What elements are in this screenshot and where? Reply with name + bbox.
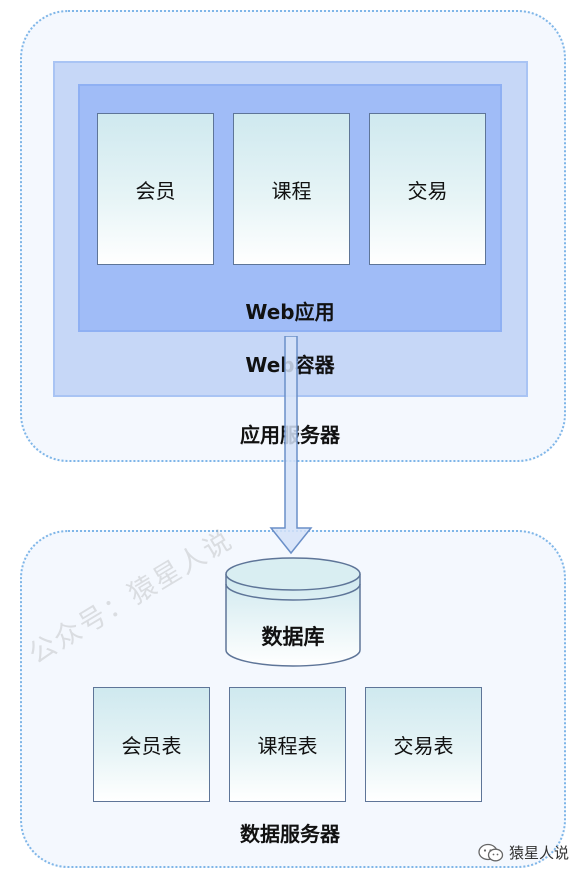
module-trade: 交易 — [369, 113, 486, 265]
db-server-label: 数据服务器 — [240, 822, 340, 846]
wechat-icon — [478, 843, 504, 861]
module-member: 会员 — [97, 113, 214, 265]
web-app-label: Web应用 — [245, 300, 335, 324]
database-label: 数据库 — [261, 625, 325, 649]
table-course: 课程表 — [229, 687, 346, 802]
signature: 猿星人说 — [478, 842, 569, 863]
table-member: 会员表 — [93, 687, 210, 802]
database-cylinder-icon — [225, 557, 361, 667]
module-course: 课程 — [233, 113, 350, 265]
signature-text: 猿星人说 — [509, 844, 570, 862]
table-trade: 交易表 — [365, 687, 482, 802]
arrow-down-icon — [269, 336, 313, 555]
